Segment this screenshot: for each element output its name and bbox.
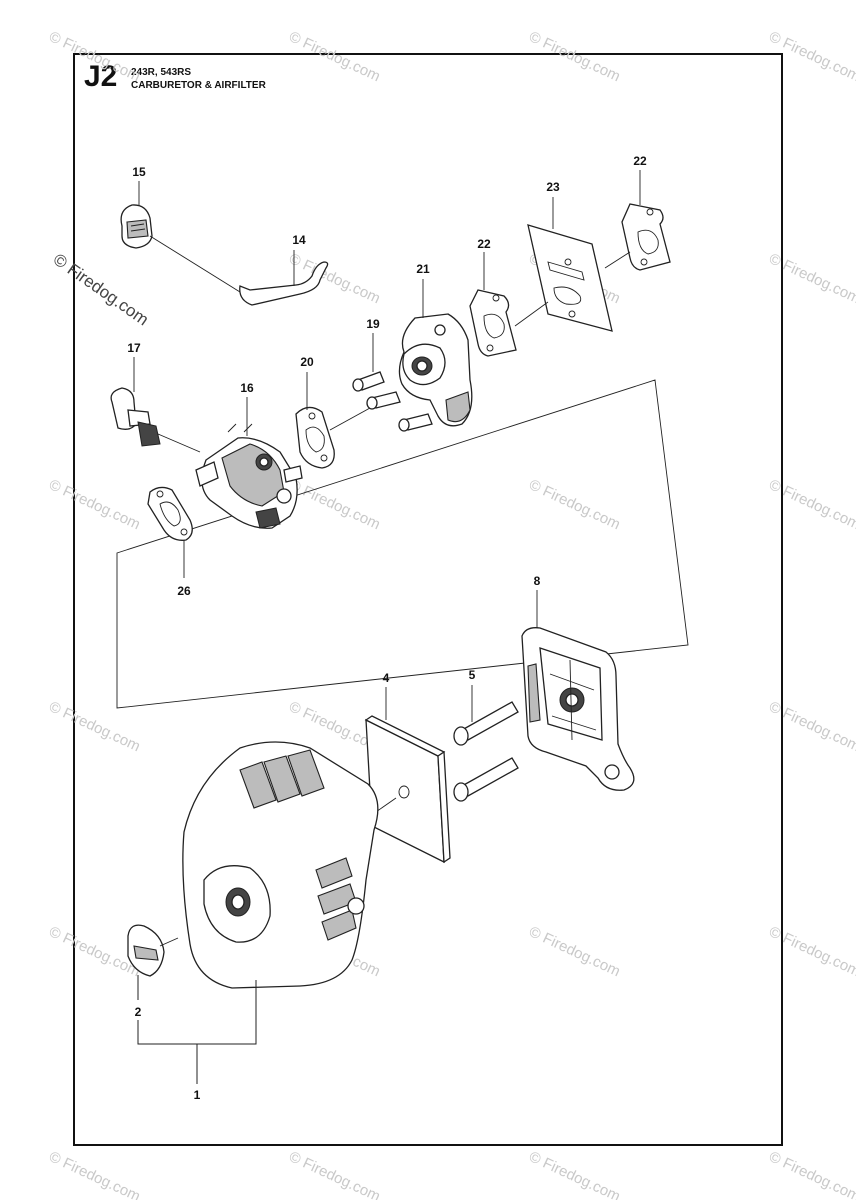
section-title: CARBURETOR & AIRFILTER bbox=[131, 80, 266, 91]
watermark: © Firedog.com bbox=[766, 1148, 856, 1200]
part-19-screws bbox=[352, 371, 433, 432]
callout-1: 1 bbox=[194, 1088, 201, 1102]
callout-21: 21 bbox=[416, 262, 430, 276]
part-26-gasket bbox=[147, 486, 193, 541]
part-2-cover-knob bbox=[127, 924, 179, 977]
watermark: © Firedog.com bbox=[526, 923, 623, 980]
watermark: © Firedog.com bbox=[286, 28, 383, 85]
part-23-insulation-plate bbox=[527, 224, 613, 332]
dash-line-20-21 bbox=[329, 407, 371, 431]
callout-8: 8 bbox=[534, 574, 541, 588]
callout-23: 23 bbox=[546, 180, 560, 194]
callout-17: 17 bbox=[127, 341, 141, 355]
callout-22-right: 22 bbox=[633, 154, 647, 168]
watermark: © Firedog.com bbox=[286, 250, 383, 307]
drawing-frame bbox=[73, 53, 783, 1146]
part-4-air-filter bbox=[364, 715, 451, 864]
watermark: © Firedog.com bbox=[46, 1148, 143, 1200]
watermark: © Firedog.com bbox=[766, 250, 856, 307]
model-numbers: 243R, 543RS bbox=[131, 67, 192, 78]
watermark: © Firedog.com bbox=[46, 476, 143, 533]
watermark: © Firedog.com bbox=[46, 28, 143, 85]
watermark: © Firedog.com bbox=[286, 476, 383, 533]
part-20-gasket bbox=[295, 406, 335, 469]
watermark: © Firedog.com bbox=[286, 1148, 383, 1200]
part-16-carburetor bbox=[195, 423, 303, 529]
watermark: © Firedog.com bbox=[766, 28, 856, 85]
dash-line-gaskets bbox=[514, 251, 631, 327]
watermark: © Firedog.com bbox=[766, 476, 856, 533]
watermark: © Firedog.com bbox=[526, 476, 623, 533]
watermark: © Firedog.com bbox=[766, 923, 856, 980]
callout-4: 4 bbox=[383, 671, 390, 685]
watermark: © Firedog.com bbox=[526, 28, 623, 85]
part-22-gasket-middle bbox=[469, 289, 517, 357]
callout-19: 19 bbox=[366, 317, 380, 331]
callout-15: 15 bbox=[132, 165, 146, 179]
callout-22-middle: 22 bbox=[477, 237, 491, 251]
part-21-intake-adapter bbox=[398, 313, 473, 427]
leader-15-dash bbox=[149, 235, 241, 293]
callout-5: 5 bbox=[469, 668, 476, 682]
part-14-fuel-hose bbox=[239, 261, 329, 306]
part-8-filter-base bbox=[521, 627, 635, 791]
watermarks: © Firedog.com © Firedog.com © Firedog.co… bbox=[46, 28, 856, 1200]
part-22-gasket-right bbox=[621, 203, 671, 271]
part-1-filter-cover bbox=[182, 741, 379, 989]
watermark: © Firedog.com bbox=[766, 698, 856, 755]
section-code: J2 bbox=[84, 60, 118, 93]
callout-16: 16 bbox=[240, 381, 254, 395]
callout-14: 14 bbox=[292, 233, 306, 247]
part-17-choke-knob bbox=[110, 387, 161, 447]
callout-26: 26 bbox=[177, 584, 191, 598]
dash-line-17 bbox=[157, 433, 201, 453]
watermark: © Firedog.com bbox=[526, 1148, 623, 1200]
callout-20: 20 bbox=[300, 355, 314, 369]
part-15-primer-bulb bbox=[120, 204, 153, 249]
watermark: © Firedog.com bbox=[50, 250, 152, 330]
part-5-screws bbox=[453, 701, 519, 802]
callout-2: 2 bbox=[135, 1005, 142, 1019]
assembly-boundary bbox=[116, 379, 689, 709]
leader-2-1-bracket bbox=[137, 980, 257, 1045]
